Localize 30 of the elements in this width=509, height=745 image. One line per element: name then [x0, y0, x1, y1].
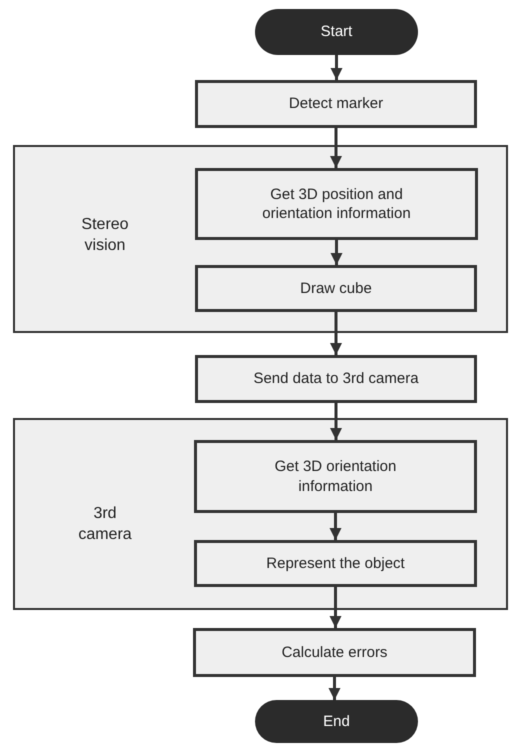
group-panel: [13, 418, 508, 610]
arrow: [330, 587, 342, 628]
arrow: [328, 677, 340, 700]
group-label: Stereo vision: [80, 215, 130, 256]
arrow: [330, 312, 342, 355]
arrow: [330, 513, 342, 540]
arrow: [330, 403, 342, 440]
step-label: Get 3D orientation information: [274, 457, 398, 496]
step-label: Draw cube: [299, 278, 373, 298]
step-label: Represent the object: [265, 554, 406, 574]
process-box: [193, 628, 476, 677]
step-label: Get 3D position and orientation information: [261, 184, 412, 224]
process-box: [195, 265, 477, 312]
process-box: [195, 355, 477, 403]
step-label: Send data to 3rd camera: [252, 369, 420, 389]
group-panel: [13, 145, 508, 333]
process-box: [195, 80, 477, 128]
arrow: [330, 55, 342, 80]
step-label: Detect marker: [288, 94, 384, 114]
arrow: [330, 240, 342, 265]
terminal-pill: [255, 700, 418, 743]
step-label: End: [322, 712, 351, 732]
step-label: Start: [320, 22, 354, 42]
process-box: [194, 540, 477, 587]
group-label: 3rd camera: [77, 504, 133, 545]
process-box: [195, 168, 478, 240]
step-label: Calculate errors: [280, 642, 388, 662]
arrow: [330, 128, 342, 168]
process-box: [194, 440, 477, 513]
terminal-pill: [255, 9, 418, 55]
